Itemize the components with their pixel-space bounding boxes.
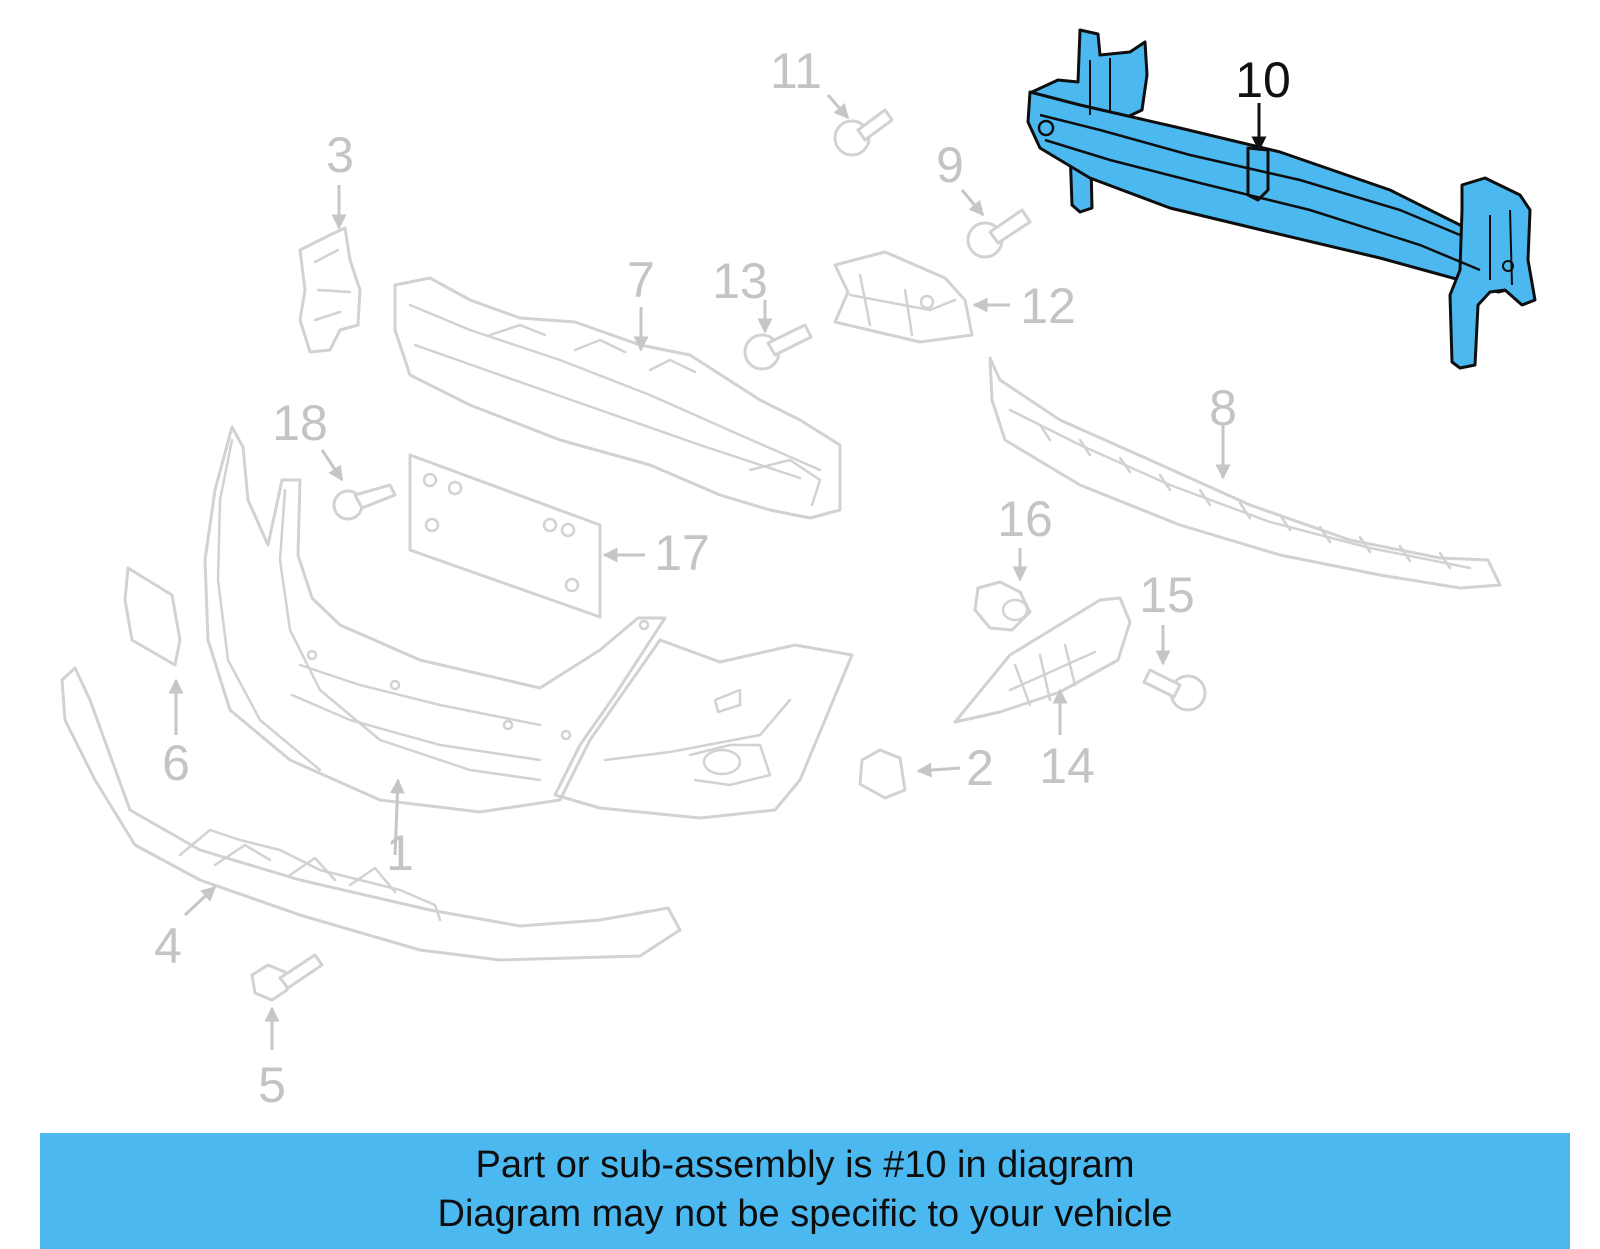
callout-16: 16 — [997, 491, 1053, 547]
info-banner: Part or sub-assembly is #10 in diagram D… — [40, 1133, 1570, 1249]
callout-4: 4 — [154, 918, 182, 974]
callout-2: 2 — [966, 740, 994, 796]
part-8-strip — [988, 356, 1502, 590]
part-7-absorber — [393, 276, 842, 520]
callout-17: 17 — [654, 525, 710, 581]
part-3-bracket — [298, 226, 362, 354]
part-6-cover — [123, 566, 182, 667]
callout-12: 12 — [1020, 278, 1076, 334]
part-13-bolt — [743, 323, 813, 371]
part-9-bolt — [966, 208, 1032, 259]
callout-8: 8 — [1209, 380, 1237, 436]
callout-18: 18 — [272, 395, 328, 451]
callout-9: 9 — [936, 137, 964, 193]
callout-10: 10 — [1235, 52, 1291, 108]
callout-1: 1 — [386, 825, 414, 881]
part-18-clip — [332, 483, 397, 521]
callout-14: 14 — [1039, 738, 1095, 794]
part-11-bolt — [833, 108, 894, 157]
part-12-bracket — [833, 250, 974, 344]
banner-line-1: Part or sub-assembly is #10 in diagram — [475, 1144, 1135, 1186]
part-14-bracket — [953, 596, 1132, 724]
callout-13: 13 — [712, 253, 768, 309]
part-4-spoiler — [60, 666, 682, 962]
part-5-bolt — [250, 953, 324, 1002]
callout-3: 3 — [326, 127, 354, 183]
leader-lines — [168, 94, 1267, 1050]
part-10-reinforcement — [1026, 28, 1537, 370]
part-17-plate-bracket — [408, 453, 602, 619]
callout-11: 11 — [770, 43, 822, 99]
callout-labels: 1 2 3 4 5 6 7 8 9 10 11 12 13 14 15 16 1… — [154, 43, 1291, 1113]
callout-6: 6 — [162, 735, 190, 791]
part-2-cap — [858, 748, 907, 800]
callout-15: 15 — [1139, 567, 1195, 623]
part-16-clip — [973, 580, 1032, 632]
callout-7: 7 — [627, 252, 655, 308]
part-1-bumper-cover — [203, 425, 854, 820]
part-15-bolt — [1142, 668, 1207, 712]
banner-line-2: Diagram may not be specific to your vehi… — [437, 1193, 1173, 1235]
callout-5: 5 — [258, 1057, 286, 1113]
